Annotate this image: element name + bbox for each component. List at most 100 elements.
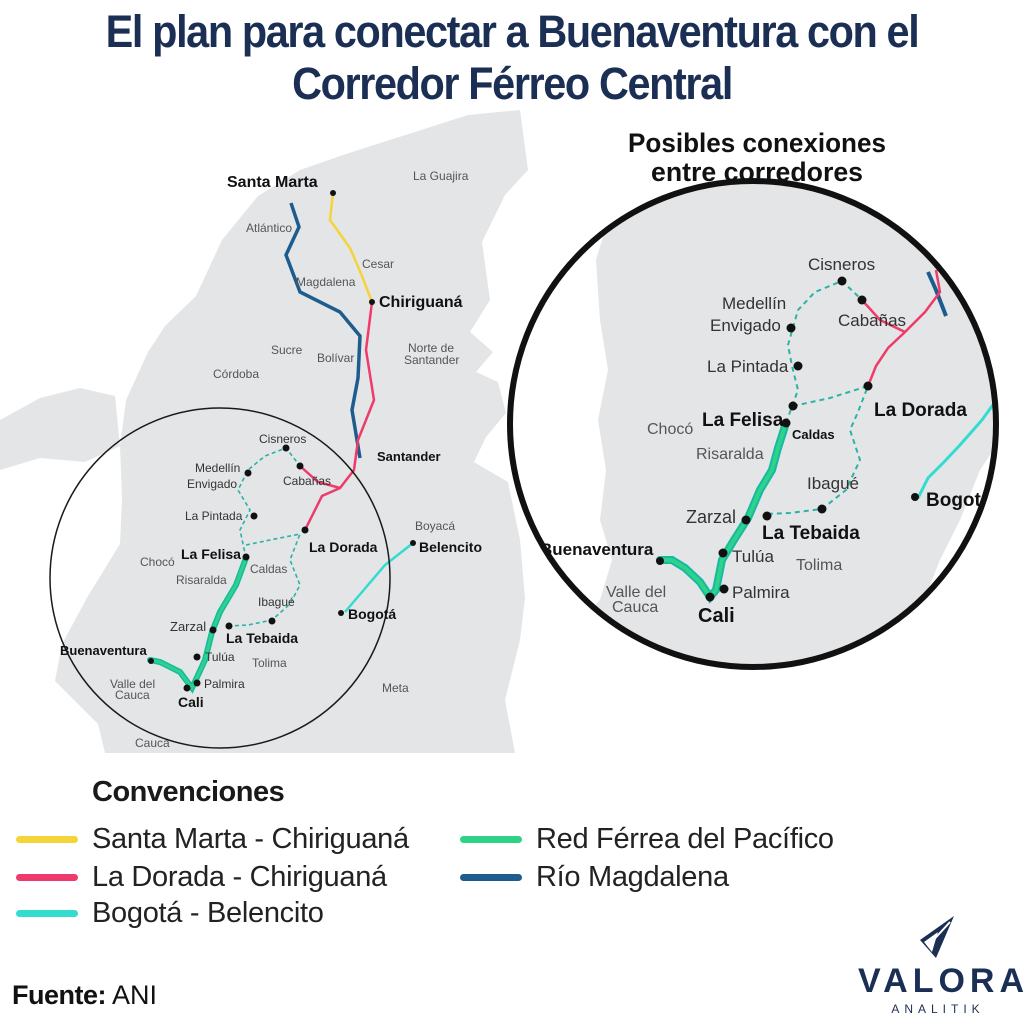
brand-name: VALORA (858, 962, 1024, 1000)
dot-bogota (338, 610, 344, 616)
dot-belencito (410, 540, 416, 546)
legend-label: Río Magdalena (536, 860, 729, 893)
inset-label-la-tebaida: La Tebaida (762, 523, 860, 544)
dot-palmira (193, 679, 201, 687)
inset-map: Chocó Risaralda Tolima Valle del Cauca C… (540, 181, 996, 667)
inset-connection-east (763, 384, 870, 515)
inset-label-palmira: Palmira (732, 583, 790, 602)
label-la-tebaida: La Tebaida (226, 630, 298, 646)
inset-dot-la-felisa (788, 401, 798, 411)
region-cesar: Cesar (362, 257, 394, 271)
label-palmira: Palmira (204, 677, 245, 691)
dot-la-tebaida (225, 622, 233, 630)
logo-emblem-icon (920, 916, 954, 958)
region-norte-santander-1: Norte de (408, 341, 454, 355)
region-boyaca: Boyacá (415, 519, 455, 533)
legend-label: La Dorada - Chiriguaná (92, 860, 387, 893)
label-cabanas: Cabañas (283, 474, 331, 488)
legend-title: Convenciones (92, 776, 285, 808)
inset-ring (507, 178, 999, 670)
source-key: Fuente: (12, 980, 107, 1010)
region-sucre: Sucre (271, 343, 303, 357)
main-map-region-labels: La Guajira Atlántico Cesar Magdalena Suc… (110, 169, 469, 750)
inset-label-zarzal: Zarzal (686, 507, 736, 527)
inset-label-envigado: Envigado (710, 316, 781, 335)
legend-item-river: Río Magdalena (460, 860, 729, 894)
label-belencito: Belencito (419, 539, 482, 555)
inset-title-line-2: entre corredores (651, 157, 863, 187)
label-medellin: Medellín (195, 461, 240, 475)
region-cordoba: Córdoba (213, 367, 259, 381)
title-line-1: El plan para conectar a Buenaventura con… (105, 6, 920, 57)
main-map-place-labels: Santa Marta Chiriguaná Santander Cisnero… (60, 174, 482, 710)
inset-label-cabanas: Cabañas (838, 311, 906, 330)
inset-region-tolima: Tolima (796, 557, 842, 574)
inset-dot-cabanas (857, 295, 867, 305)
inset-label-la-felisa: La Felisa (702, 410, 784, 431)
region-caldas: Caldas (250, 562, 287, 576)
inset-label-cisneros: Cisneros (808, 255, 875, 274)
inset-label-la-dorada: La Dorada (874, 400, 967, 421)
legend-swatch (16, 873, 78, 881)
inset-dot-zarzal (741, 515, 751, 525)
inset-label-la-pintada: La Pintada (707, 357, 789, 376)
inset-dot-caldas (781, 418, 791, 428)
legend-item-bogota: Bogotá - Belencito (16, 896, 324, 930)
label-bogota: Bogotá (348, 606, 396, 622)
region-la-guajira: La Guajira (413, 169, 469, 183)
region-norte-santander-2: Santander (404, 353, 459, 367)
inset-label-ibague: Ibagué (807, 474, 859, 493)
pacific-rail-line (148, 556, 248, 691)
inset-dot-buenaventura (656, 557, 664, 565)
inset-label-buenaventura: Buenaventura (540, 540, 654, 559)
legend-swatch (460, 873, 522, 881)
label-buenaventura: Buenaventura (60, 643, 147, 658)
inset-region-labels: Chocó Risaralda Tolima Valle del Cauca (606, 421, 842, 616)
river-magdalena-line (284, 202, 362, 459)
region-bolivar: Bolívar (317, 351, 354, 365)
panama-land-shape (0, 388, 120, 470)
source-note: Fuente: ANI (12, 980, 157, 1011)
inset-dot-medellin (786, 323, 796, 333)
source-value: ANI (112, 980, 158, 1010)
legend-item-pacific: Red Férrea del Pacífico (460, 822, 834, 856)
inset-region-choco: Chocó (647, 421, 693, 438)
legend-label: Red Férrea del Pacífico (536, 822, 834, 855)
inset-dot-cali (705, 592, 715, 602)
valora-analitik-logo: VALORA ANALITIK (858, 912, 1024, 1016)
inset-pacific-line (658, 421, 788, 601)
inset-place-labels: Cisneros Medellín Envigado Cabañas La Pi… (540, 255, 982, 627)
dot-tulua (193, 653, 201, 661)
inset-region-risaralda: Risaralda (696, 446, 764, 463)
inset-label-medellin: Medellín (722, 294, 786, 313)
region-meta: Meta (382, 681, 409, 695)
dot-ibague (268, 617, 276, 625)
region-valle-1: Valle del (110, 677, 155, 691)
region-choco: Chocó (140, 555, 175, 569)
inset-dot-palmira (719, 584, 729, 594)
inset-title-line-1: Posibles conexiones (628, 128, 886, 158)
la-dorada-cabanas-line (299, 465, 341, 490)
dot-la-pintada (250, 512, 258, 520)
region-magdalena: Magdalena (296, 275, 356, 289)
legend-item-santa-marta: Santa Marta - Chiriguaná (16, 822, 409, 856)
main-map-station-dots (148, 190, 416, 692)
dot-cabanas (296, 462, 304, 470)
legend-swatch (16, 835, 78, 843)
legend-label: Bogotá - Belencito (92, 896, 324, 929)
region-cauca: Cauca (135, 736, 170, 750)
label-chiriguana: Chiriguaná (379, 294, 463, 311)
brand-subtitle: ANALITIK (891, 1002, 985, 1016)
region-valle-2: Cauca (115, 688, 150, 702)
label-cisneros: Cisneros (259, 432, 306, 446)
label-santa-marta: Santa Marta (227, 174, 318, 191)
inset-dot-cisneros (837, 276, 847, 286)
dot-la-dorada (301, 526, 309, 534)
inset-region-valle-1: Valle del (606, 584, 666, 601)
inset-cabanas-line (861, 299, 906, 334)
title-line-2: Corredor Férreo Central (292, 58, 733, 109)
label-envigado: Envigado (187, 477, 237, 491)
label-la-pintada: La Pintada (185, 509, 243, 523)
bogota-belencito-line (344, 542, 414, 613)
